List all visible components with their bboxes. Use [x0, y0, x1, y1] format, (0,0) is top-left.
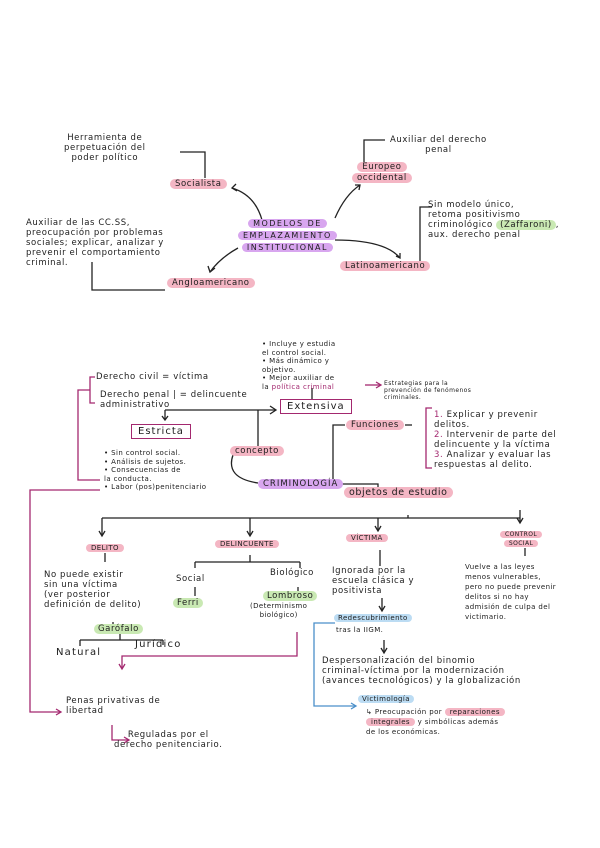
lombroso-note: (Determinismo biológico)	[250, 602, 308, 619]
angloamericano-node: Angloamericano	[167, 278, 255, 288]
ferri-node: Ferri	[173, 598, 203, 608]
control-social-label-1: CONTROL	[500, 531, 543, 538]
tras-iigm: tras la IIGM.	[336, 626, 384, 634]
socialista-label: Socialista	[170, 179, 227, 189]
europeo-note: Auxiliar del derecho penal	[390, 135, 487, 155]
angloamericano-label: Angloamericano	[167, 278, 255, 288]
victima-note: Ignorada por la escuela clásica y positi…	[332, 566, 415, 596]
funciones-list: 1. Explicar y prevenir delitos. 2. Inter…	[434, 410, 556, 470]
europeo-label-1: Europeo	[357, 162, 407, 172]
victima-node: VÍCTIMA	[346, 534, 388, 543]
objetos-node: objetos de estudio	[344, 487, 453, 498]
reparaciones-highlight: reparaciones	[444, 708, 505, 716]
objetos-label: objetos de estudio	[344, 487, 453, 498]
penas-note: Penas privativas de libertad	[66, 696, 161, 716]
victima-label: VÍCTIMA	[346, 534, 388, 542]
latinoamericano-label: Latinoamericano	[340, 261, 431, 271]
derecho-civil: Derecho civil = víctima	[96, 372, 209, 382]
lombroso-node: Lombroso	[263, 591, 318, 601]
control-social-label-2: SOCIAL	[503, 540, 539, 547]
criminologia-label: CRIMINOLOGÍA	[258, 479, 344, 489]
social-label: Social	[176, 574, 205, 584]
socialista-node: Socialista	[170, 179, 227, 189]
center-line-2: EMPLAZAMIENTO	[238, 231, 337, 240]
criminologia-node: CRIMINOLOGÍA	[258, 479, 344, 489]
estricta-bullet-1: • Sin control social.	[104, 449, 181, 457]
estricta-bullet-3: • Consecuencias de la conducta.	[104, 466, 181, 483]
extensiva-bullets: • Incluye y estudia el control social. •…	[262, 340, 336, 391]
center-line-1: MODELOS DE	[248, 219, 327, 228]
derecho-penal: Derecho penal | = delincuente administra…	[100, 390, 248, 410]
juridico-label: Jurídico	[135, 639, 182, 650]
funcion-3-text: Analizar y evaluar las respuestas al del…	[434, 450, 552, 470]
delito-note: No puede existir sin una víctima (ver po…	[44, 570, 142, 610]
delincuente-label: DELINCUENTE	[215, 540, 279, 548]
angloamericano-note: Auxiliar de las CC.SS, preocupación por …	[26, 218, 164, 268]
extensiva-bullet-3: • Mejor auxiliar de la	[262, 374, 335, 391]
preocupacion-1: ↳ Preocupación por	[366, 708, 445, 716]
delito-label: DELITO	[86, 544, 124, 552]
funcion-2-num: 2.	[434, 430, 444, 440]
reguladas-note: Reguladas por el derecho penitenciario.	[114, 730, 223, 750]
funcion-2-text: Intervenir de parte del delincuente y la…	[434, 430, 557, 450]
latinoamericano-node: Latinoamericano	[340, 261, 431, 271]
center-line-3: INSTITUCIONAL	[241, 243, 333, 252]
preocupacion-2: y simbólicas además de los económicas.	[366, 718, 499, 736]
estricta-bullets: • Sin control social. • Análisis de suje…	[104, 449, 206, 492]
control-social-node: CONTROL SOCIAL	[500, 530, 543, 548]
estrategias-note: Estrategias para la prevención de fenóme…	[384, 380, 472, 401]
control-social-note: Vuelve a las leyes menos vulnerables, pe…	[465, 563, 557, 621]
zaffaroni-highlight: (Zaffaroni)	[496, 220, 556, 230]
victimologia-label: Victimología	[358, 695, 414, 703]
natural-label: Natural	[56, 647, 102, 658]
biologico-label: Biológico	[270, 568, 314, 578]
latino-note-2: , aux. derecho penal	[428, 220, 560, 240]
lombroso-label: Lombroso	[263, 591, 318, 601]
funciones-label: Funciones	[346, 420, 404, 430]
extensiva-box: Extensiva	[280, 399, 352, 414]
concepto-label: concepto	[230, 446, 284, 456]
europeo-label-2: occidental	[352, 173, 412, 183]
funcion-3-num: 3.	[434, 450, 444, 460]
extensiva-bullet-1: • Incluye y estudia el control social.	[262, 340, 336, 357]
socialista-note: Herramienta de perpetuación del poder po…	[64, 133, 146, 163]
integrales-highlight: integrales	[366, 718, 415, 726]
delito-node: DELITO	[86, 544, 124, 553]
latinoamericano-note: Sin modelo único, retoma positivismo cri…	[428, 200, 559, 240]
estricta-bullet-4: • Labor (pos)penitenciario	[104, 483, 207, 491]
victimologia-node: Victimología	[358, 695, 414, 704]
funcion-1-num: 1.	[434, 410, 444, 420]
funciones-node: Funciones	[346, 420, 404, 430]
latino-note-1: Sin modelo único, retoma positivismo cri…	[428, 200, 521, 230]
funcion-1-text: Explicar y prevenir delitos.	[434, 410, 538, 430]
extensiva-bullet-2: • Más dinámico y objetivo.	[262, 357, 330, 374]
redescubrimiento-label: Redescubrimiento	[334, 614, 412, 622]
politica-criminal: política criminal	[271, 382, 335, 391]
ferri-label: Ferri	[173, 598, 203, 608]
despersonalizacion-note: Despersonalización del binomio criminal-…	[322, 656, 521, 686]
redescubrimiento-node: Redescubrimiento	[334, 614, 412, 623]
concepto-node: concepto	[230, 446, 284, 456]
center-node: MODELOS DE EMPLAZAMIENTO INSTITUCIONAL	[238, 218, 337, 254]
garofalo-label: Garófalo	[94, 624, 143, 634]
preocupacion-note: ↳ Preocupación por reparaciones integral…	[366, 707, 505, 737]
delincuente-node: DELINCUENTE	[215, 540, 279, 549]
garofalo-node: Garófalo	[94, 624, 143, 634]
estricta-box: Estricta	[131, 424, 191, 439]
estricta-bullet-2: • Análisis de sujetos.	[104, 457, 187, 466]
